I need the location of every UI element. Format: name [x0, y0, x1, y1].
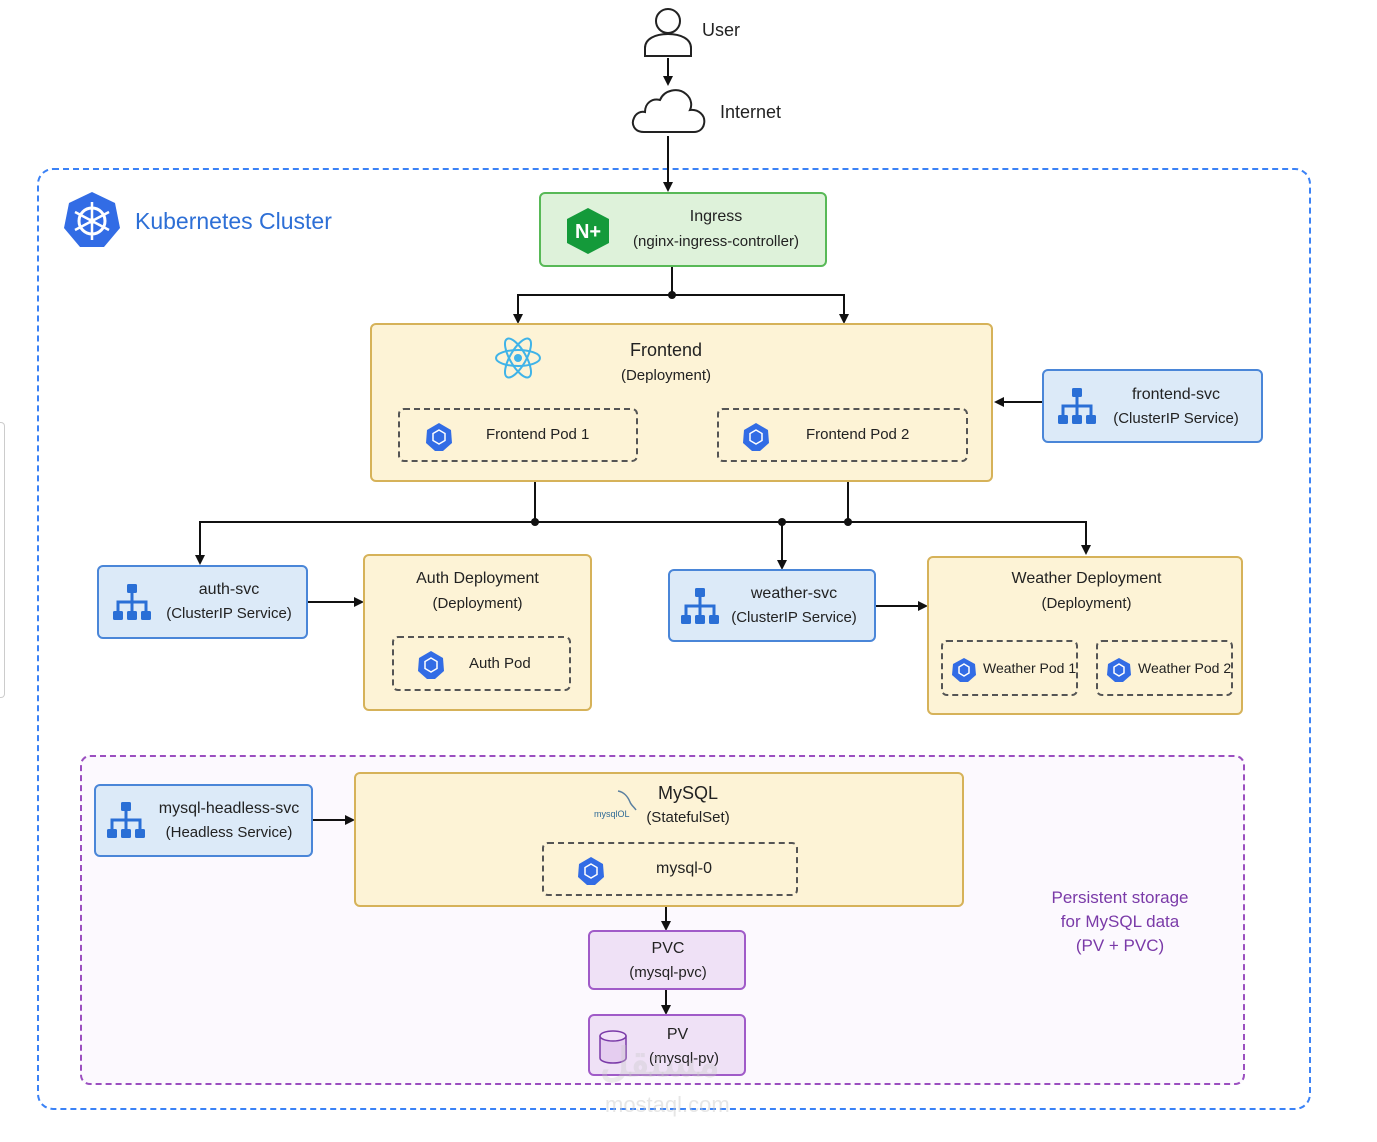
service-icon [113, 584, 151, 620]
window-edge [0, 422, 5, 698]
weather-pod-1-label: Weather Pod 1 [983, 660, 1077, 676]
ingress-title: Ingress [689, 208, 743, 225]
mysql-svc-title: mysql-headless-svc [158, 800, 300, 817]
storage-note-line-1: Persistent storage [1051, 888, 1189, 907]
pv-box: PV (mysql-pv) [588, 1014, 746, 1076]
service-icon [1058, 388, 1096, 424]
pvc-box: PVC (mysql-pvc) [588, 930, 746, 990]
ingress-box: N+ Ingress (nginx-ingress-controller) [539, 192, 827, 267]
pod-icon [1107, 658, 1131, 682]
mysql-subtitle: (StatefulSet) [646, 809, 730, 826]
pod-icon [418, 651, 444, 679]
mysql-pod-label: mysql-0 [656, 860, 713, 877]
auth-deployment-box: Auth Deployment (Deployment) Auth Pod [363, 554, 592, 711]
user-label: User [702, 20, 741, 40]
cloud-icon [631, 89, 706, 133]
storage-note-line-2: for MySQL data [1060, 912, 1180, 931]
svg-text:mysqlOL: mysqlOL [594, 809, 630, 819]
frontend-svc-subtitle: (ClusterIP Service) [1113, 410, 1239, 427]
frontend-subtitle: (Deployment) [620, 367, 712, 384]
frontend-pod-2-label: Frontend Pod 2 [806, 426, 910, 443]
mysql-headless-svc-box: mysql-headless-svc (Headless Service) [94, 784, 313, 857]
weather-deployment-box: Weather Deployment (Deployment) Weather … [927, 556, 1243, 715]
storage-note: Persistent storage for MySQL data (PV + … [1030, 886, 1210, 958]
pod-icon [952, 658, 976, 682]
frontend-svc-box: frontend-svc (ClusterIP Service) [1042, 369, 1263, 443]
frontend-deployment-box: Frontend (Deployment) Frontend Pod 1 Fro… [370, 323, 993, 482]
pv-subtitle: (mysql-pv) [649, 1050, 719, 1067]
weather-svc-box: weather-svc (ClusterIP Service) [668, 569, 876, 642]
auth-svc-box: auth-svc (ClusterIP Service) [97, 565, 308, 639]
cluster-title: Kubernetes Cluster [135, 208, 332, 234]
frontend-pod-2: Frontend Pod 2 [717, 408, 968, 462]
user-icon [644, 8, 692, 57]
frontend-pod-1-label: Frontend Pod 1 [486, 426, 590, 443]
weather-pod-1: Weather Pod 1 [941, 640, 1078, 696]
react-logo-icon [495, 337, 541, 379]
pod-icon [743, 423, 769, 451]
ingress-subtitle: (nginx-ingress-controller) [633, 233, 799, 250]
database-icon [599, 1030, 627, 1064]
watermark-latin: mostaql.com [605, 1092, 730, 1117]
weather-svc-subtitle: (ClusterIP Service) [731, 609, 857, 626]
auth-svc-subtitle: (ClusterIP Service) [166, 605, 292, 622]
auth-title: Auth Deployment [416, 570, 539, 587]
service-icon [107, 802, 145, 838]
pod-icon [578, 857, 604, 885]
weather-title: Weather Deployment [1011, 570, 1162, 587]
pod-icon [426, 423, 452, 451]
frontend-svc-title: frontend-svc [1131, 386, 1221, 403]
weather-pod-2: Weather Pod 2 [1096, 640, 1233, 696]
kubernetes-logo-icon [64, 192, 120, 247]
auth-pod-label: Auth Pod [469, 655, 531, 672]
mysql-logo-icon: mysqlOL [594, 790, 637, 819]
weather-subtitle: (Deployment) [1041, 595, 1132, 612]
pv-title: PV [666, 1026, 689, 1043]
svg-text:N+: N+ [575, 221, 601, 243]
weather-svc-title: weather-svc [750, 585, 838, 602]
kubernetes-cluster-boundary [37, 168, 1311, 1110]
auth-pod: Auth Pod [392, 636, 571, 691]
internet-label: Internet [720, 102, 782, 122]
pvc-subtitle: (mysql-pvc) [629, 964, 707, 981]
mysql-pod: mysql-0 [542, 842, 798, 896]
frontend-pod-1: Frontend Pod 1 [398, 408, 638, 462]
storage-note-line-3: (PV + PVC) [1075, 936, 1165, 955]
nginx-logo-icon: N+ [567, 208, 609, 254]
mysql-statefulset-box: mysqlOL MySQL (StatefulSet) mysql-0 [354, 772, 964, 907]
weather-pod-2-label: Weather Pod 2 [1138, 660, 1232, 676]
auth-svc-title: auth-svc [198, 581, 260, 598]
pvc-title: PVC [651, 940, 685, 957]
mysql-svc-subtitle: (Headless Service) [165, 824, 293, 841]
watermark-arabic: مستقل [600, 1041, 720, 1085]
service-icon [681, 588, 719, 624]
auth-subtitle: (Deployment) [432, 595, 523, 612]
frontend-title: Frontend [629, 340, 703, 360]
mysql-title: MySQL [657, 783, 718, 803]
